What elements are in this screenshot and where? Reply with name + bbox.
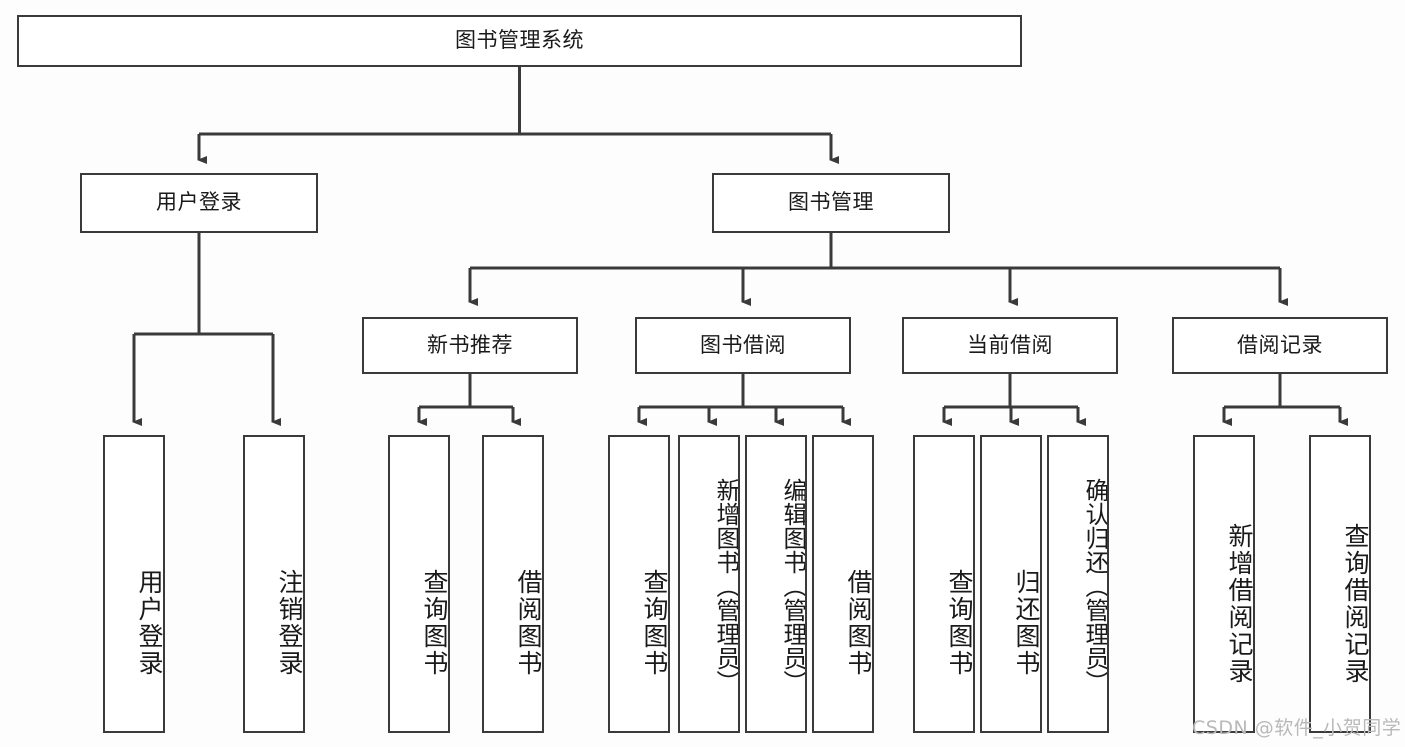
node-root[interactable]: 图书管理系统 xyxy=(17,15,1022,67)
leaf-borrow-edit[interactable]: 编辑图书（管理员） xyxy=(745,435,807,733)
leaf-cur-confirm[interactable]: 确认归还（管理员） xyxy=(1047,435,1109,733)
leaf-rec-query2[interactable]: 查询借阅记录 xyxy=(1309,435,1371,733)
leaf-rec-query[interactable]: 查询图书 xyxy=(388,435,450,733)
leaf-borrow-add[interactable]: 新增图书（管理员） xyxy=(678,435,740,733)
leaf-cur-query[interactable]: 查询图书 xyxy=(913,435,975,733)
leaf-borrow-lend[interactable]: 借阅图书 xyxy=(812,435,874,733)
csdn-watermark: CSDN @软件_小贺同学 xyxy=(1192,717,1402,739)
leaf-user-logout[interactable]: 注销登录 xyxy=(243,435,305,733)
node-current-borrow[interactable]: 当前借阅 xyxy=(902,317,1118,374)
node-book-borrow[interactable]: 图书借阅 xyxy=(635,317,851,374)
leaf-rec-add[interactable]: 新增借阅记录 xyxy=(1193,435,1255,733)
leaf-borrow-query[interactable]: 查询图书 xyxy=(608,435,670,733)
node-book-manage[interactable]: 图书管理 xyxy=(712,173,950,233)
node-new-book-rec[interactable]: 新书推荐 xyxy=(362,317,578,374)
leaf-rec-borrow[interactable]: 借阅图书 xyxy=(482,435,544,733)
leaf-cur-return[interactable]: 归还图书 xyxy=(980,435,1042,733)
node-borrow-record[interactable]: 借阅记录 xyxy=(1172,317,1388,374)
leaf-user-login[interactable]: 用户登录 xyxy=(103,435,165,733)
node-user-login[interactable]: 用户登录 xyxy=(80,173,318,233)
